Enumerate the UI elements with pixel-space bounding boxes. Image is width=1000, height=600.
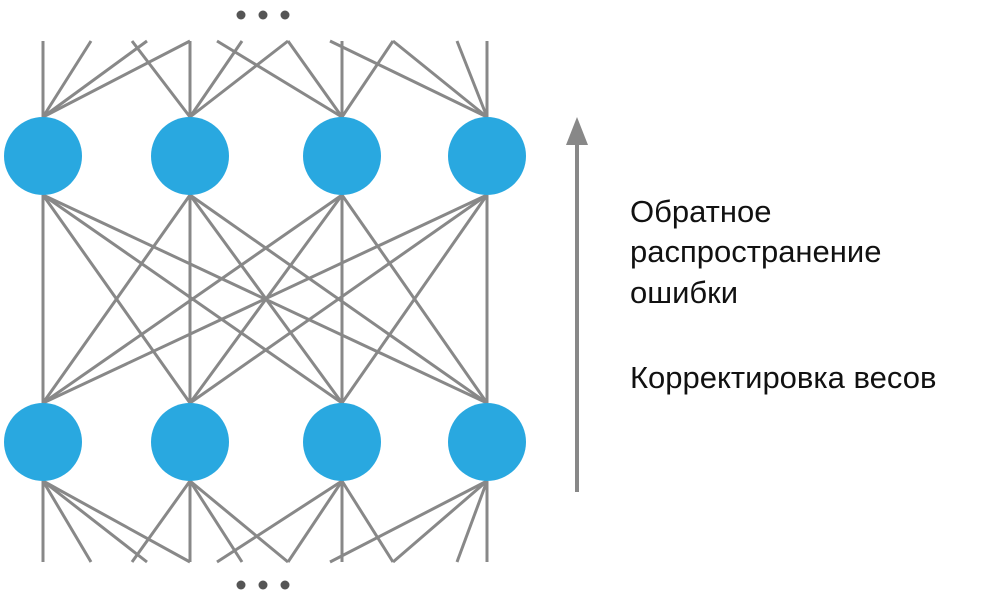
backprop-label-3: ошибки (630, 275, 739, 310)
neuron-node (4, 117, 82, 195)
edge (286, 40, 344, 118)
edge (41, 480, 93, 563)
ellipsis-dot (280, 580, 290, 590)
edge (130, 40, 192, 118)
ellipsis-dot (280, 10, 290, 20)
neuron-node (448, 403, 526, 481)
edge (340, 194, 489, 404)
edge (455, 40, 489, 118)
edge (42, 39, 191, 119)
edge (41, 40, 93, 118)
edge (41, 194, 192, 404)
ellipsis-dot (236, 580, 246, 590)
edge (329, 39, 488, 119)
edge (340, 480, 395, 563)
edge (329, 479, 488, 564)
neuron-node (303, 117, 381, 195)
edge (286, 480, 344, 563)
neuron-node (303, 403, 381, 481)
edge (42, 39, 148, 119)
edge (42, 479, 148, 564)
edge (130, 480, 192, 563)
ellipsis-dot (258, 10, 268, 20)
backprop-label-1: Обратное (630, 194, 772, 229)
edge (189, 479, 289, 564)
edge (189, 39, 289, 119)
edge (216, 39, 343, 119)
backprop-label-2: распространение (630, 234, 882, 269)
ellipsis-dot (258, 580, 268, 590)
edge (392, 39, 488, 119)
edge (188, 480, 244, 563)
neuron-node (151, 403, 229, 481)
edge (42, 479, 191, 564)
weights-label: Корректировка весов (630, 360, 937, 395)
edge (216, 479, 343, 564)
edge (188, 40, 244, 118)
neuron-node (448, 117, 526, 195)
edge (42, 193, 343, 405)
edge (455, 480, 489, 563)
ellipsis-dot (236, 10, 246, 20)
neuron-node (4, 403, 82, 481)
edge (340, 40, 395, 118)
edge (392, 479, 488, 564)
edge (189, 193, 488, 405)
arrow-up-icon (566, 117, 588, 145)
edge (42, 193, 488, 405)
neuron-node (151, 117, 229, 195)
